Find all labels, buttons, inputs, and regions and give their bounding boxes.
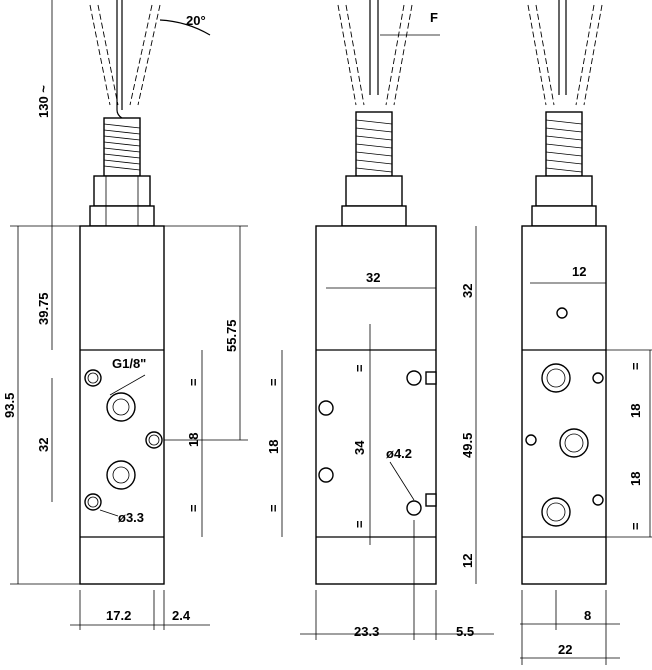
switch-height-label: 55.75 [224,319,239,352]
right-bottom-b-label: 22 [558,642,572,657]
left-eq-top: = [186,378,201,386]
cable-length-label: 130 ~ [36,85,51,118]
left-eq-bottom: = [186,504,201,512]
left-spacing-label: 18 [186,433,201,447]
mid-hole-pitch-label: 34 [352,440,367,455]
left-spring [103,117,141,177]
right-view [520,0,652,665]
mid-hole-dia-label: ø4.2 [386,446,412,461]
left-port-bottom [106,460,136,490]
right-spring [545,111,583,177]
mid-bottom-width-label: 23.3 [354,624,379,639]
mid-eq-top: = [266,378,281,386]
right-eq-bottom: = [628,522,643,530]
mid-side-label: 18 [266,440,281,454]
left-port-top [106,392,136,422]
total-height-label: 93.5 [2,393,17,418]
mid-bottom-label: 12 [460,554,475,568]
right-top-label: 12 [572,264,586,279]
left-lever [116,0,123,119]
mid-eq-bottom: = [266,504,281,512]
left-mount-hole-bottom [84,493,102,511]
mid-bottom-offset-label: 5.5 [456,624,474,639]
right-eq-top: = [628,362,643,370]
width-left-label: 17.2 [106,608,131,623]
left-nut [93,175,151,207]
middle-body [315,225,437,585]
offset-left-label: 2.4 [172,608,191,623]
right-spacing-a-label: 18 [628,404,643,418]
mid-eq-hole-bottom: = [352,520,367,528]
mount-hole-label: ø3.3 [118,510,144,525]
mid-eq-hole: = [352,364,367,372]
force-label: F [430,10,438,25]
port-pitch-left-label: 32 [36,438,51,452]
right-body [521,225,607,585]
middle-view [281,0,494,640]
upper-height-label: 39.75 [36,292,51,325]
right-spacing-b-label: 18 [628,472,643,486]
left-view [10,0,248,630]
mid-body-label: 49.5 [460,433,475,458]
mid-upper-label: 32 [460,284,475,298]
left-mount-hole-top [84,369,102,387]
right-nut [535,175,593,207]
right-bottom-a-label: 8 [584,608,591,623]
middle-nut [345,175,403,207]
angle-label: 20° [186,13,206,28]
port-thread-label: G1/8" [112,356,146,371]
mid-width-label: 32 [366,270,380,285]
